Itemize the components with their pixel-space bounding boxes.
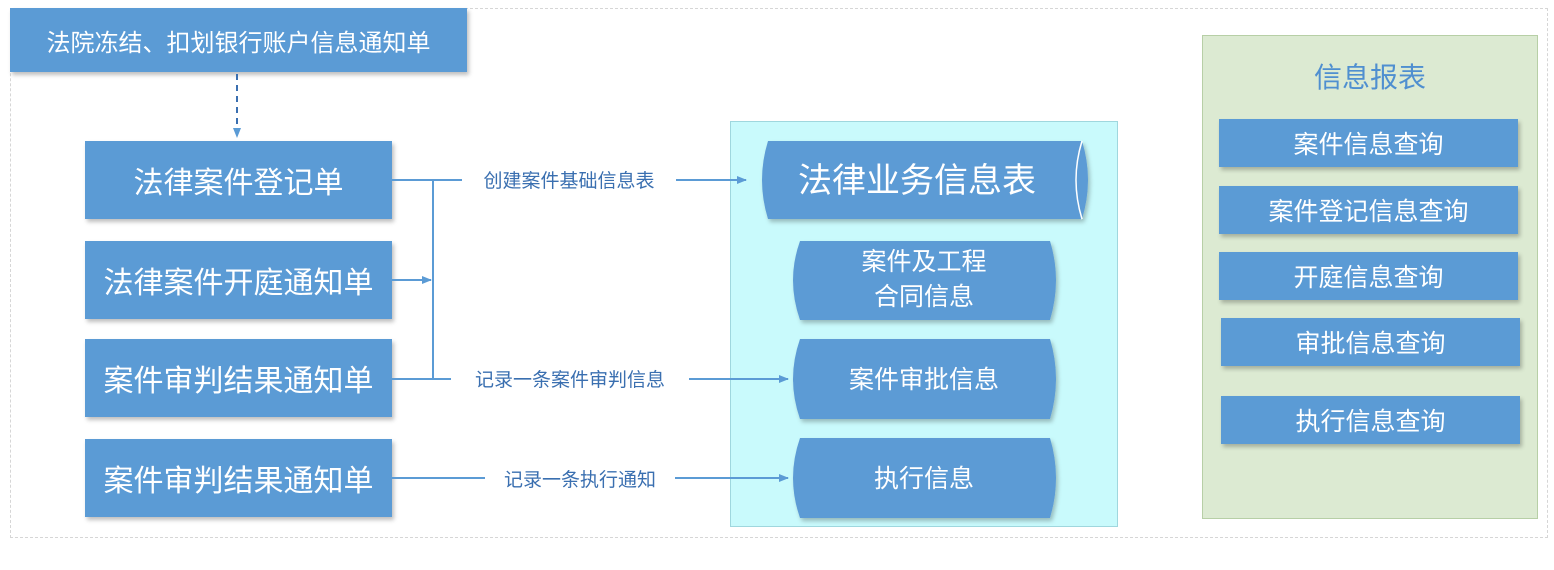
label-bg-create: [462, 167, 676, 193]
edge-label-record-exec: 记录一条执行通知: [504, 469, 656, 491]
edge-label-create: 创建案件基础信息表: [483, 170, 654, 192]
sub-table-shapes: [793, 241, 1056, 518]
label-bg-exec: [485, 466, 675, 492]
court-freeze-notice-box: 法院冻结、扣划银行账户信息通知单: [10, 8, 467, 72]
hearing-info-query-button[interactable]: 开庭信息查询: [1219, 252, 1518, 300]
execution-table: [793, 438, 1056, 518]
edge-label-record-trial: 记录一条案件审判信息: [475, 369, 665, 391]
case-registration-query-button[interactable]: 案件登记信息查询: [1219, 186, 1518, 234]
main-table-cylinder: [762, 140, 1088, 220]
report-title: 信息报表: [1313, 61, 1426, 94]
case-registration-form: 法律案件登记单: [85, 141, 392, 219]
label-bg-trial: [451, 366, 689, 392]
approval-info-query-button[interactable]: 审批信息查询: [1221, 318, 1520, 366]
case-contract-table: [793, 241, 1056, 320]
execution-label: 执行信息: [874, 464, 974, 493]
execution-info-query-button[interactable]: 执行信息查询: [1221, 396, 1520, 444]
case-approval-table: [793, 339, 1056, 419]
court-hearing-notice: 法律案件开庭通知单: [85, 241, 392, 319]
trial-result-notice-exec: 案件审判结果通知单: [85, 439, 392, 517]
diagram-frame: [10, 8, 1548, 538]
case-approval-label: 案件审批信息: [849, 365, 999, 394]
case-info-query-button[interactable]: 案件信息查询: [1219, 119, 1518, 167]
trial-result-notice: 案件审判结果通知单: [85, 339, 392, 417]
main-table-label: 法律业务信息表: [798, 161, 1036, 201]
case-contract-label-line2: 合同信息: [874, 282, 974, 311]
case-contract-label-line1: 案件及工程: [861, 247, 986, 276]
